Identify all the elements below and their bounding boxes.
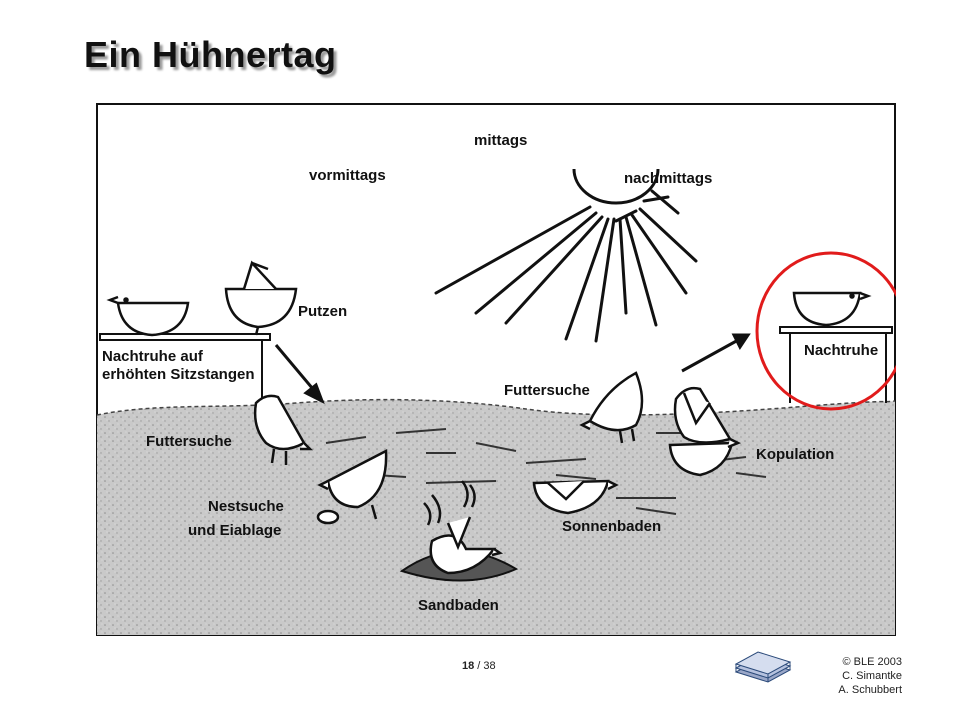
mating-hens — [668, 386, 742, 477]
label-nesting-line2: und Eiablage — [188, 522, 281, 539]
label-nesting-line1: Nestsuche — [208, 498, 284, 515]
label-foraging-center: Futtersuche — [504, 382, 590, 399]
label-mating: Kopulation — [756, 446, 834, 463]
page-total: 38 — [483, 660, 496, 672]
label-morning: vormittags — [309, 167, 386, 184]
label-sun-bathing: Sonnenbaden — [562, 518, 661, 535]
label-night-rest-right: Nachtruhe — [804, 342, 878, 359]
preening-hen — [224, 260, 298, 336]
right-perch — [779, 326, 893, 403]
foraging-hen-center — [579, 371, 644, 444]
label-night-rest-line2: erhöhten Sitzstangen — [102, 366, 255, 383]
sleeping-hen-left — [106, 295, 190, 337]
label-preening: Putzen — [298, 303, 347, 320]
page-indicator: 18 / 38 — [462, 660, 496, 672]
highlight-circle — [755, 251, 896, 411]
page-current: 18 — [462, 660, 475, 672]
credit-line-1: © BLE 2003 — [842, 656, 902, 668]
page-separator: / — [474, 660, 484, 672]
sleeping-hen-right — [792, 291, 872, 327]
sun — [434, 168, 698, 343]
nesting-hen — [316, 448, 388, 525]
label-foraging-left: Futtersuche — [146, 433, 232, 450]
label-dust-bathing: Sandbaden — [418, 597, 499, 614]
sun-bathing-hen — [532, 479, 619, 515]
foraging-hen-left — [253, 394, 314, 465]
label-noon: mittags — [474, 132, 527, 149]
page-title: Ein Hühnertag — [84, 34, 337, 75]
arrow-down-left — [274, 344, 325, 405]
credit-line-3: A. Schubbert — [838, 684, 902, 696]
hen-day-diagram: mittags vormittags nachmittags Putzen Na… — [96, 103, 896, 636]
credit-line-2: C. Simantke — [842, 670, 902, 682]
label-afternoon: nachmittags — [624, 170, 712, 187]
dust-bathing-hen — [399, 480, 519, 582]
label-night-rest-line1: Nachtruhe auf — [102, 348, 204, 365]
document-stack-icon[interactable] — [728, 648, 794, 690]
arrow-up-right — [681, 333, 751, 373]
credits: © BLE 2003 C. Simantke A. Schubbert — [838, 655, 902, 697]
